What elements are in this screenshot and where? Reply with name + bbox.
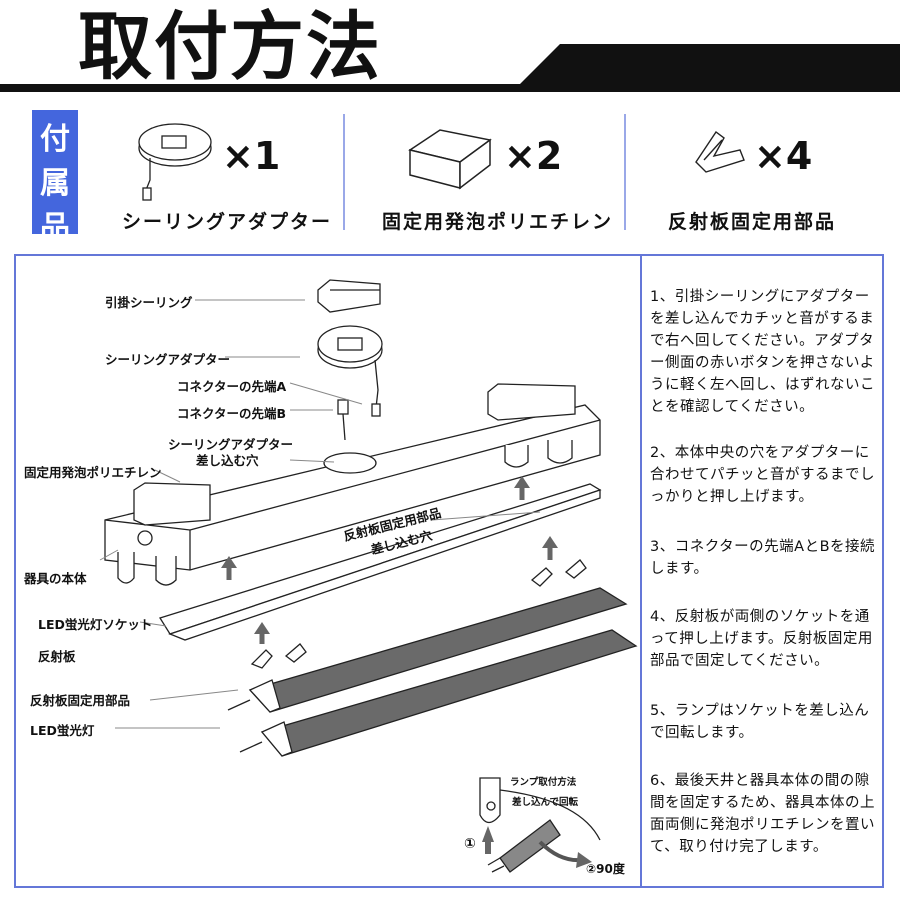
label-adapter-hole: シーリングアダプター bbox=[168, 437, 294, 452]
connector-icon bbox=[337, 399, 349, 441]
label-socket: LED蛍光灯ソケット bbox=[38, 617, 153, 632]
lamp-inset-step2: ②90度 bbox=[586, 862, 625, 876]
label-body: 器具の本体 bbox=[24, 571, 87, 586]
lamp-inset-step1: ① bbox=[464, 836, 476, 852]
reflector-clip-icon bbox=[695, 130, 745, 173]
header-band bbox=[0, 44, 900, 92]
label-foam: 固定用発泡ポリエチレン bbox=[24, 465, 162, 480]
label-reflector: 反射板 bbox=[38, 649, 76, 664]
adapter-qty: ×1 bbox=[222, 134, 281, 178]
hook-ceiling-icon bbox=[317, 279, 381, 313]
assembly-arrows bbox=[221, 476, 558, 644]
label-hook-ceiling: 引掛シーリング bbox=[105, 295, 193, 310]
lamp-inset-title: ランプ取付方法 bbox=[510, 777, 577, 788]
panel-divider bbox=[640, 254, 642, 888]
label-led-tube: LED蛍光灯 bbox=[30, 723, 95, 738]
foam-block-icon bbox=[408, 129, 492, 190]
reflector-clip-icon bbox=[250, 649, 273, 669]
ceiling-adapter-icon bbox=[138, 123, 212, 201]
leader-lines bbox=[99, 299, 541, 729]
lamp-inset-drawing bbox=[479, 777, 601, 873]
step-3: 3、コネクターの先端AとBを接続します。 bbox=[650, 539, 876, 577]
accessories-tag: 付 属 品 bbox=[32, 110, 78, 245]
led-tube bbox=[227, 587, 628, 713]
lamp-inset-subtitle: 差し込んで回転 bbox=[512, 797, 579, 808]
page-title: 取付方法 bbox=[78, 4, 382, 90]
step-6: 6、最後天井と器具本体の間の隙間を固定するため、器具本体の上面両側に発泡ポリエチ… bbox=[650, 773, 875, 855]
label-connector-a: コネクターの先端A bbox=[177, 379, 287, 394]
foam-qty: ×2 bbox=[504, 134, 563, 178]
step-5: 5、ランプはソケットを差し込んで回転します。 bbox=[650, 703, 870, 741]
fixture-body bbox=[104, 383, 601, 586]
label-connector-b: コネクターの先端B bbox=[177, 406, 287, 421]
reflector-clip-icon bbox=[284, 643, 307, 663]
label-adapter-hole-2: 差し込む穴 bbox=[196, 453, 259, 468]
accessories-tag-char: 付 bbox=[40, 122, 70, 157]
clip-label: 反射板固定用部品 bbox=[668, 211, 837, 233]
reflector-clip-icon bbox=[564, 559, 587, 579]
reflector-clip-icon bbox=[530, 567, 553, 587]
lamp-inset-arrows bbox=[482, 826, 592, 868]
instructions-panel bbox=[14, 254, 884, 888]
ceiling-adapter-icon bbox=[317, 325, 383, 417]
led-tube bbox=[239, 629, 638, 757]
accessory-divider bbox=[624, 114, 626, 230]
adapter-label: シーリングアダプター bbox=[122, 211, 333, 233]
accessory-divider bbox=[343, 114, 345, 230]
step-2: 2、本体中央の穴をアダプターに合わせてパチッと音がするまでしっかりと押し上げます… bbox=[650, 445, 875, 505]
step-4: 4、反射板が両側のソケットを通って押し上げます。反射板固定用部品で固定してくださ… bbox=[650, 609, 873, 669]
accessories-tag-char: 属 bbox=[40, 166, 70, 201]
step-1: 1、引掛シーリングにアダプターを差し込んでカチッと音がするまで右へ回してください… bbox=[650, 289, 875, 415]
reflector-plate bbox=[159, 483, 602, 641]
accessory-icons bbox=[138, 123, 745, 201]
clip-qty: ×4 bbox=[754, 134, 813, 178]
label-ceiling-adapter: シーリングアダプター bbox=[105, 352, 231, 367]
foam-label: 固定用発泡ポリエチレン bbox=[382, 211, 614, 233]
label-reflector-clip: 反射板固定用部品 bbox=[30, 693, 131, 708]
accessories-tag-char: 品 bbox=[40, 210, 70, 245]
